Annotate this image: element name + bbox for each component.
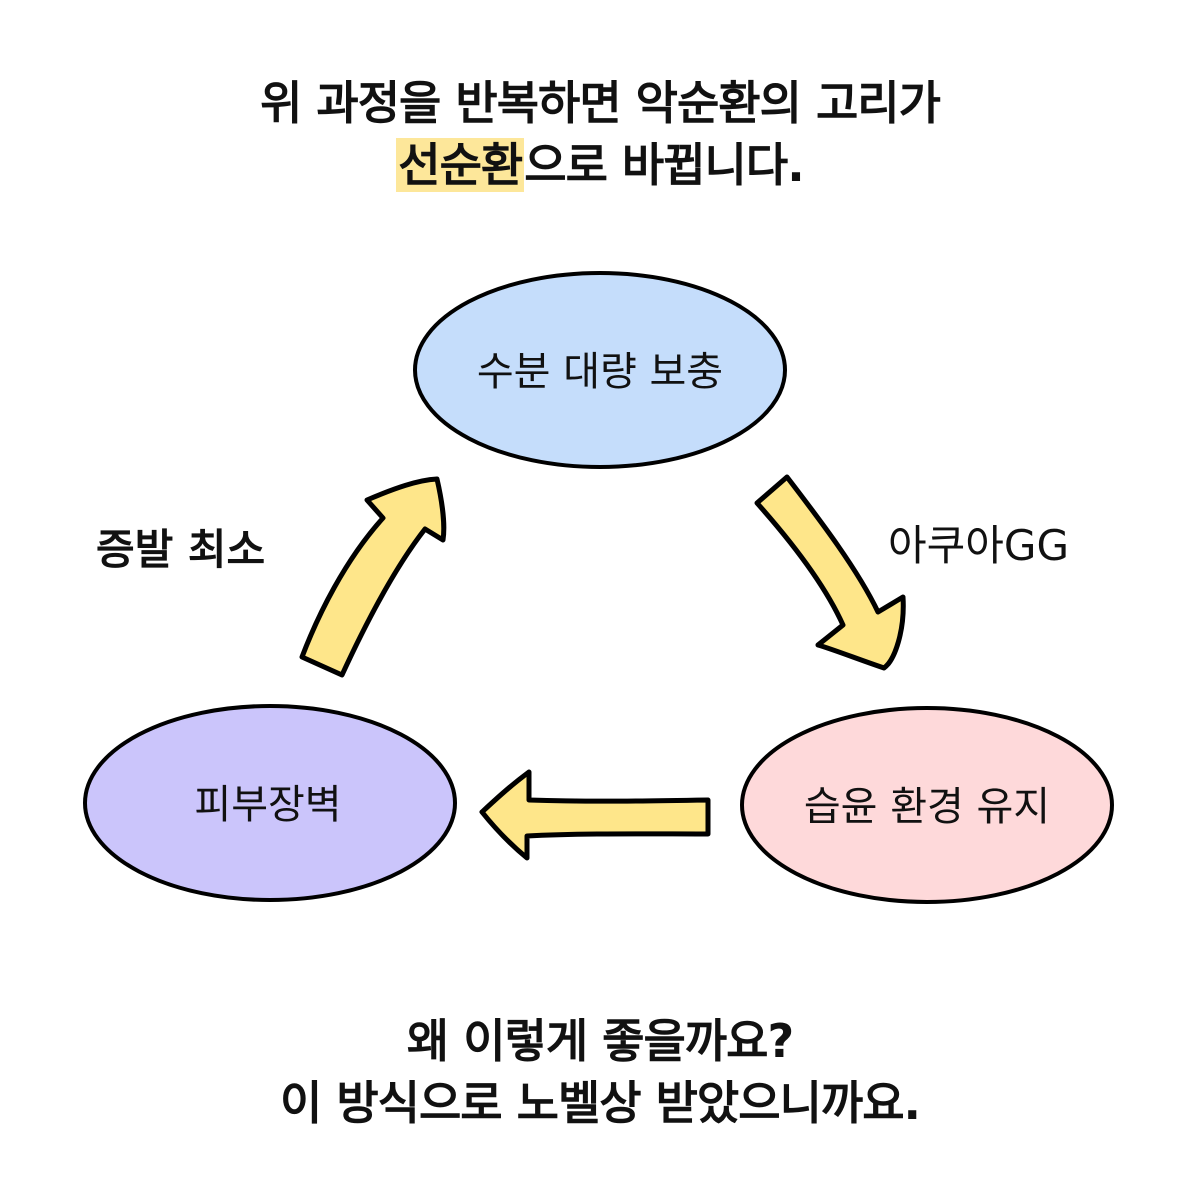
node-right-shape [740,706,1114,904]
footer-line-2: 이 방식으로 노벨상 받았으니까요. [280,1076,921,1130]
node-top-shape [413,271,787,469]
footer-line-1: 왜 이렇게 좋을까요? [406,1014,794,1068]
heading-line-1: 위 과정을 반복하면 악순환의 고리가 [260,76,941,130]
node-top-label: 수분 대량 보충 [477,349,723,395]
heading-highlight: 선순환 [396,138,525,192]
node-moist-environment: 습윤 환경 유지 [740,706,1114,904]
edge-label-aquagg: 아쿠아GG [888,521,1069,570]
node-water-supply: 수분 대량 보충 [413,271,787,469]
node-right-label: 습윤 환경 유지 [804,784,1050,830]
node-skin-barrier: 피부장벽 [83,704,457,902]
heading-line-2-rest: 으로 바뀝니다. [524,138,804,192]
footer: 왜 이렇게 좋을까요? 이 방식으로 노벨상 받았으니까요. [0,1010,1200,1134]
arrow-down-right-icon [754,474,906,671]
heading: 위 과정을 반복하면 악순환의 고리가 선순환으로 바뀝니다. [0,72,1200,196]
arrow-left-icon [479,769,711,861]
arrow-up-right-icon [299,476,447,678]
edge-label-evaporation: 증발 최소 [96,525,265,574]
node-left-label: 피부장벽 [194,782,341,828]
heading-line-2: 선순환으로 바뀝니다. [0,134,1200,196]
node-left-shape [83,704,457,902]
